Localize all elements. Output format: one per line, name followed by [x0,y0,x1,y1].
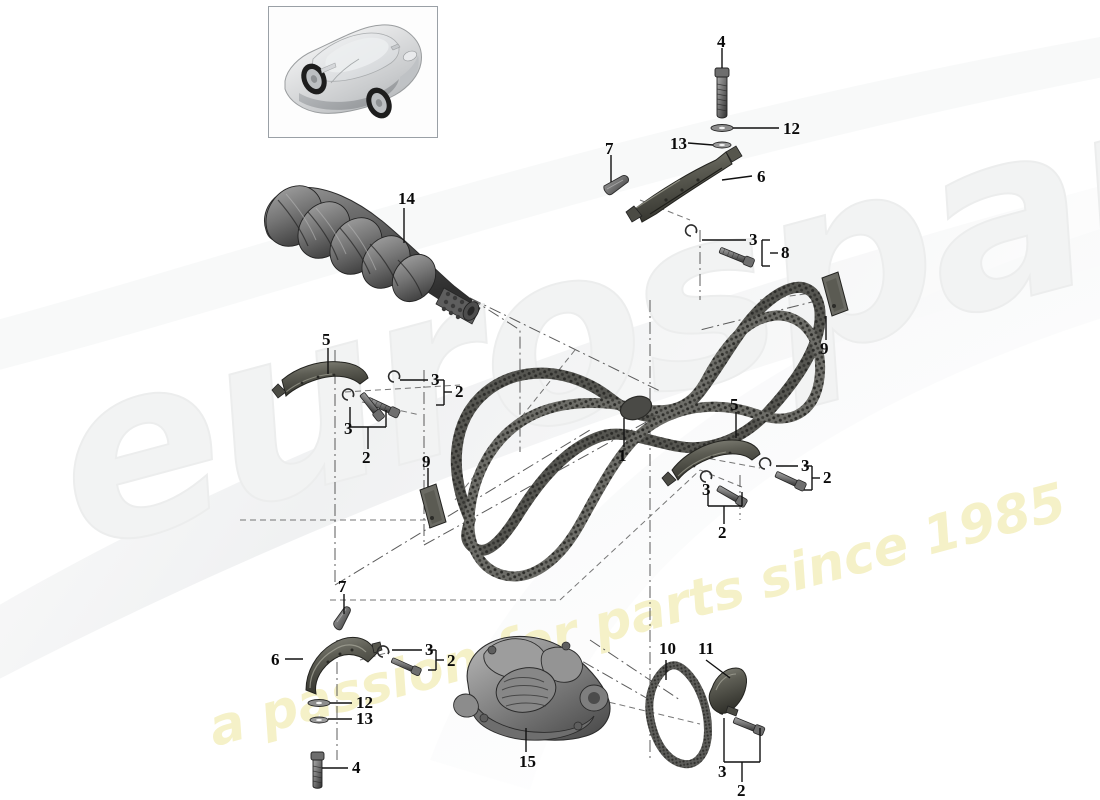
callout-1[interactable]: 1 [618,446,627,465]
callout-3-b[interactable]: 3 [431,370,440,389]
callout-7-bottom[interactable]: 7 [338,577,347,596]
oil-pump-chain-guide-art [708,667,747,717]
right-guide-rail-art [661,439,761,487]
timing-chain-art [450,281,826,582]
callout-5-right[interactable]: 5 [730,395,739,414]
callout-4-bottom[interactable]: 4 [352,758,361,777]
callout-6-top[interactable]: 6 [757,167,766,186]
leader-lines [285,48,827,782]
oil-pump-chain-art [645,661,713,769]
bolt-4-top-art [714,67,730,119]
callout-12-bottom[interactable]: 12 [356,693,373,712]
sports-car-icon [284,24,422,119]
bolt-assembly-f [376,645,422,677]
callout-9-left[interactable]: 9 [422,452,431,471]
callout-10[interactable]: 10 [659,639,676,658]
callout-6-bottom[interactable]: 6 [271,650,280,669]
callout-3-g[interactable]: 3 [718,762,727,781]
washer-13-bottom-art [309,716,329,724]
callout-2-d[interactable]: 2 [823,468,832,487]
callout-9-right[interactable]: 9 [820,339,829,358]
dowel-pin-top-art [603,175,629,196]
bolt-assembly-c [341,388,385,422]
callout-5-left[interactable]: 5 [322,330,331,349]
callout-8[interactable]: 8 [781,243,790,262]
callout-2-e[interactable]: 2 [718,523,727,542]
callout-13-top[interactable]: 13 [670,134,687,153]
callout-2-c[interactable]: 2 [362,448,371,467]
callout-3-f[interactable]: 3 [425,640,434,659]
callout-3-c[interactable]: 3 [344,419,353,438]
oil-pump-art [453,635,611,741]
callout-14[interactable]: 14 [398,189,415,208]
callout-11[interactable]: 11 [698,639,715,658]
slide-pad-right-art [821,271,849,317]
bolt-assembly-d [758,457,807,492]
callout-4-top[interactable]: 4 [717,32,726,51]
washer-13-top-art [712,141,732,149]
callout-2-g[interactable]: 2 [737,781,746,800]
crankshaft-art [264,185,481,325]
callout-12-top[interactable]: 12 [783,119,800,138]
callout-13-bottom[interactable]: 13 [356,709,373,728]
callout-7-top[interactable]: 7 [605,139,614,158]
callout-2-f[interactable]: 2 [447,651,456,670]
bolt-assembly-a [684,224,755,268]
callout-3-a[interactable]: 3 [749,230,758,249]
callout-3-d[interactable]: 3 [801,456,810,475]
washer-12-top-art [710,124,734,132]
vehicle-thumbnail [268,6,438,138]
dowel-pin-bottom-art [333,606,351,631]
lower-tensioner-rail-art [305,637,383,695]
washer-12-bottom-art [307,699,331,707]
upper-tensioner-rail-art [625,145,743,223]
slide-pad-left-art [419,483,447,529]
callout-3-e[interactable]: 3 [702,480,711,499]
bolt-4-bottom-art [310,751,325,789]
left-guide-rail-art [271,361,369,399]
callout-2-b[interactable]: 2 [455,382,464,401]
callout-15[interactable]: 15 [519,752,536,771]
